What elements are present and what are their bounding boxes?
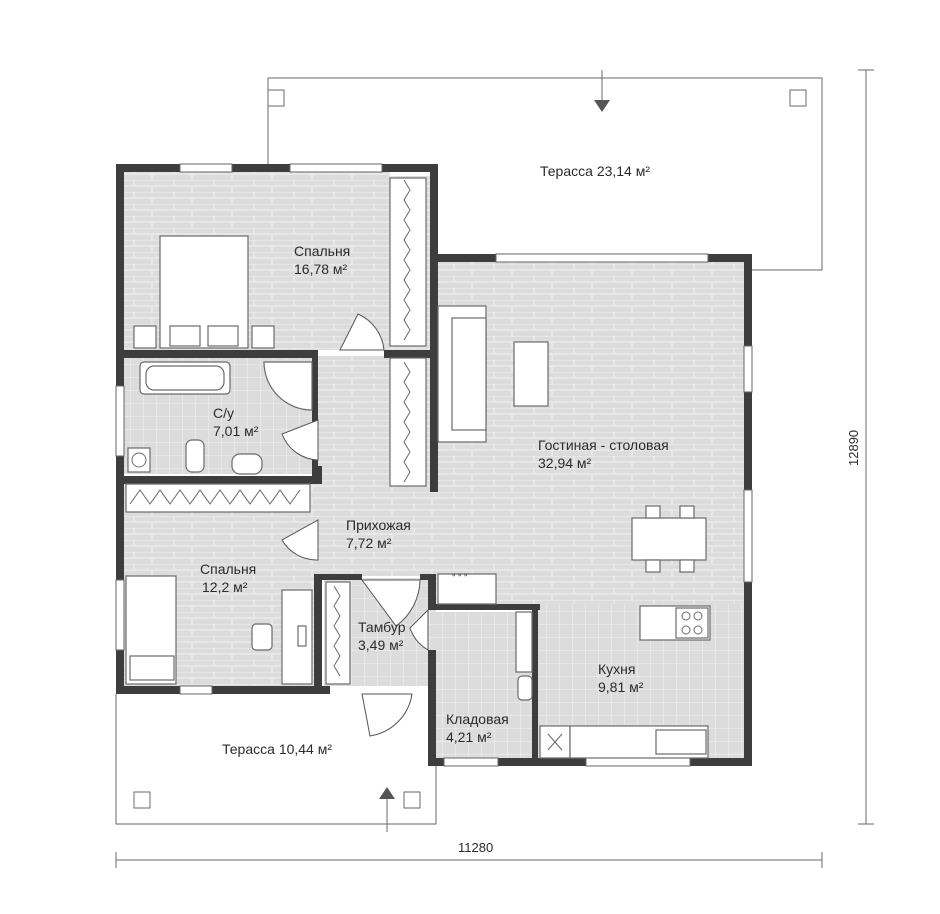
bedroom-1-name: Спальня	[294, 243, 350, 259]
bathroom-name: С/у	[213, 405, 234, 421]
hallway-area: 7,72 м²	[346, 535, 392, 551]
desk	[281, 589, 313, 685]
door-entrance	[361, 693, 413, 737]
door-bedroom-2	[281, 519, 319, 561]
entrance-arrow-icon	[594, 100, 610, 112]
hallway-name: Прихожая	[346, 517, 411, 533]
bedroom-2-area: 12,2 м²	[202, 579, 248, 595]
storage-shelf	[515, 611, 533, 673]
bedroom-2-furniture	[125, 575, 313, 685]
doors	[281, 313, 429, 737]
living-dining-area: 32,94 м²	[538, 455, 592, 471]
terrace-north	[267, 70, 823, 271]
door-vestibule	[361, 579, 421, 627]
bathroom-fixtures	[127, 361, 313, 475]
entrance-arrow-icon	[379, 787, 395, 799]
living-dining-name: Гостиная - столовая	[538, 437, 669, 453]
room-labels: Терасса 23,14 м² Спальня 16,78 м² С/у 7,…	[200, 163, 669, 757]
wardrobes	[125, 177, 427, 685]
dimension-width: 11280	[115, 840, 823, 868]
kitchen-area: 9,81 м²	[598, 679, 644, 695]
sink	[231, 453, 263, 475]
washing-machine	[127, 447, 151, 473]
vestibule-area: 3,49 м²	[358, 637, 404, 653]
terrace-south-label: Терасса 10,44 м²	[222, 741, 332, 757]
kitchen-fixtures	[515, 605, 711, 759]
kitchen-name: Кухня	[598, 661, 635, 677]
door-storage	[409, 608, 429, 651]
terrace-north-label: Терасса 23,14 м²	[540, 163, 650, 179]
stove	[675, 607, 709, 639]
bedroom-1-area: 16,78 м²	[294, 261, 348, 277]
svg-text:ﾞﾞﾞ: ﾞﾞﾞ	[452, 573, 470, 587]
dining-table	[631, 517, 707, 561]
shower	[263, 361, 313, 411]
windows	[115, 163, 753, 767]
terrace-south	[115, 694, 437, 832]
nightstand	[251, 325, 275, 349]
bedroom-2-name: Спальня	[200, 561, 256, 577]
kitchen-sink	[655, 729, 707, 755]
boiler	[517, 675, 533, 701]
coffee-table	[513, 341, 549, 407]
height-dimension-label: 12890	[846, 430, 861, 466]
bedroom-1-furniture	[133, 235, 275, 349]
door-bedroom-1	[339, 313, 385, 351]
bathroom-area: 7,01 м²	[213, 423, 259, 439]
nightstand	[133, 325, 157, 349]
vestibule-name: Тамбур	[358, 619, 406, 635]
toilet	[185, 439, 205, 473]
width-dimension-label: 11280	[458, 840, 493, 855]
door-bathroom	[281, 419, 319, 461]
chair	[251, 623, 273, 651]
storage-name: Кладовая	[446, 711, 509, 727]
dimension-height: 12890	[846, 69, 874, 825]
living-furniture: ﾞﾞﾞ	[437, 305, 707, 605]
storage-area: 4,21 м²	[446, 729, 492, 745]
fireplace	[437, 573, 497, 605]
